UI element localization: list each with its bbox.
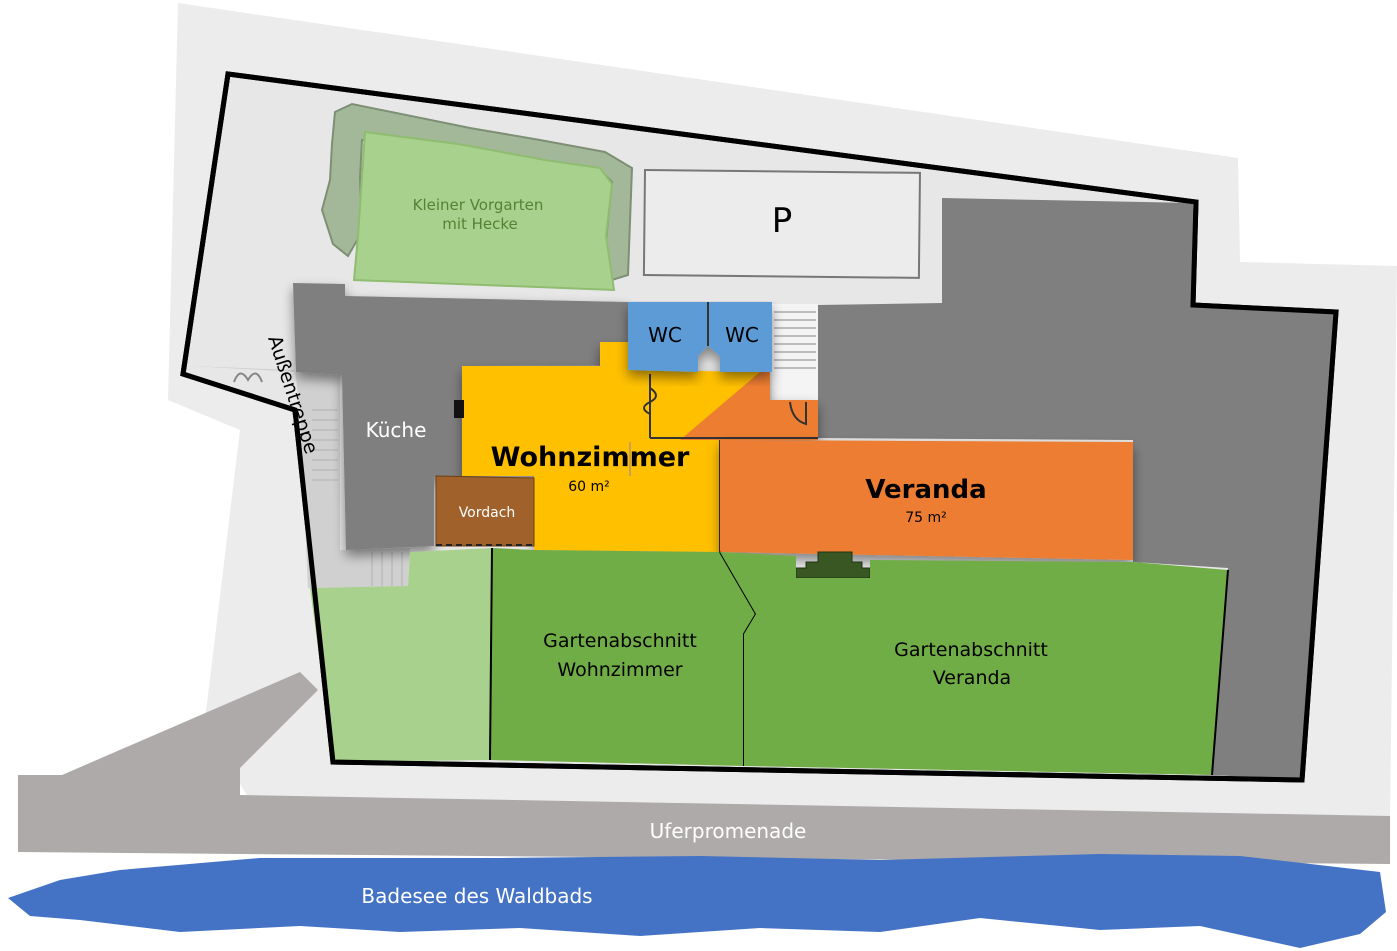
garten-wz-label-2: Wohnzimmer [557,659,682,681]
outdoor-stairs-steps [312,409,403,586]
parking-area [642,168,921,279]
vordach-label: Vordach [459,505,516,521]
garden-left [310,548,492,762]
hall-orange [680,372,818,440]
vordach [435,475,535,547]
kueche-label: Küche [366,418,427,442]
vorgarten-label-1: Kleiner Vorgarten [413,196,544,214]
uferpromenade-label: Uferpromenade [650,819,807,843]
garden-v-border [1211,569,1229,776]
wc-1 [628,302,708,372]
veranda-label: Veranda [865,475,986,505]
parking-label: P [772,201,793,241]
inner-stairs-steps [774,311,816,369]
wc1-label: WC [648,323,682,347]
wohnzimmer-room [462,342,818,552]
garden-veranda [720,552,1228,775]
wc2-label: WC [725,323,759,347]
vorgarten-label-2: mit Hecke [442,215,518,233]
window-marker [454,400,464,418]
front-garden [352,130,616,292]
veranda-area: 75 m² [905,510,947,526]
lake [8,854,1386,948]
garten-wz-label-1: Gartenabschnitt [543,630,697,652]
garten-v-label-2: Veranda [933,667,1011,689]
door-icon-1 [643,387,657,415]
door-icon-2 [789,401,807,426]
badesee-label: Badesee des Waldbads [361,884,592,908]
promenade [18,672,1390,864]
outdoor-stairs-area [190,366,410,588]
stair-door-icon [233,372,263,383]
neighbor-building [818,198,1336,780]
garten-v-label-1: Gartenabschnitt [894,639,1048,661]
veranda-room [720,440,1133,560]
wc-2 [708,302,772,372]
wohnzimmer-area: 60 m² [568,479,610,495]
garden-wohnzimmer [490,548,756,766]
wohnzimmer-label: Wohnzimmer [491,442,690,473]
property-outline-top [180,71,1339,783]
